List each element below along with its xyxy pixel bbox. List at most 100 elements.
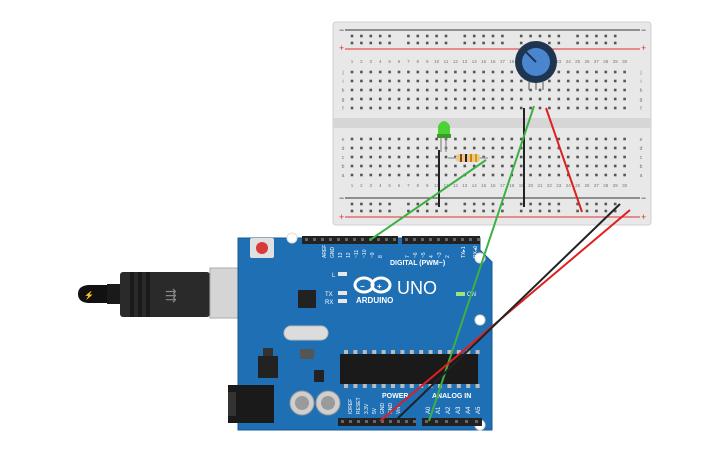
rail-hole[interactable]	[360, 202, 363, 206]
rail-hole[interactable]	[595, 41, 598, 45]
terminal-hole[interactable]	[425, 88, 429, 92]
rail-hole[interactable]	[548, 202, 551, 206]
rail-hole[interactable]	[576, 34, 579, 38]
terminal-hole[interactable]	[566, 70, 570, 74]
rail-hole[interactable]	[557, 209, 561, 213]
terminal-hole[interactable]	[501, 155, 504, 159]
header-pin[interactable]	[475, 420, 478, 423]
terminal-hole[interactable]	[501, 79, 504, 83]
terminal-hole[interactable]	[472, 106, 476, 110]
terminal-hole[interactable]	[360, 97, 363, 101]
terminal-hole[interactable]	[613, 164, 617, 168]
header-pin[interactable]	[429, 238, 432, 241]
terminal-hole[interactable]	[425, 155, 429, 159]
header-pin[interactable]	[305, 238, 308, 241]
terminal-hole[interactable]	[472, 88, 476, 92]
terminal-hole[interactable]	[416, 164, 420, 168]
terminal-hole[interactable]	[416, 79, 420, 83]
rail-hole[interactable]	[501, 209, 504, 213]
rail-hole[interactable]	[463, 34, 467, 38]
terminal-hole[interactable]	[482, 70, 485, 74]
terminal-hole[interactable]	[529, 164, 532, 168]
terminal-hole[interactable]	[576, 106, 579, 110]
terminal-hole[interactable]	[604, 97, 608, 101]
rail-hole[interactable]	[444, 209, 448, 213]
terminal-hole[interactable]	[454, 70, 457, 74]
header-pin[interactable]	[321, 238, 324, 241]
rail-hole[interactable]	[538, 34, 542, 38]
red-jumper-pot[interactable]	[545, 107, 583, 213]
terminal-hole[interactable]	[435, 88, 438, 92]
terminal-hole[interactable]	[454, 79, 457, 83]
rail-hole[interactable]	[425, 41, 429, 45]
header-pin[interactable]	[365, 420, 368, 423]
terminal-hole[interactable]	[397, 70, 401, 74]
terminal-hole[interactable]	[510, 146, 514, 150]
terminal-hole[interactable]	[491, 97, 495, 101]
terminal-hole[interactable]	[566, 88, 570, 92]
terminal-hole[interactable]	[557, 137, 561, 141]
rail-hole[interactable]	[519, 41, 523, 45]
terminal-hole[interactable]	[510, 79, 514, 83]
terminal-hole[interactable]	[604, 137, 608, 141]
usb-cable[interactable]: ⚡ ⇶	[78, 267, 241, 319]
terminal-hole[interactable]	[623, 137, 626, 141]
header-pin[interactable]	[455, 420, 458, 423]
terminal-hole[interactable]	[378, 88, 382, 92]
terminal-hole[interactable]	[416, 146, 420, 150]
terminal-hole[interactable]	[407, 79, 410, 83]
terminal-hole[interactable]	[388, 79, 391, 83]
terminal-hole[interactable]	[585, 173, 589, 177]
terminal-hole[interactable]	[613, 70, 617, 74]
rail-hole[interactable]	[557, 202, 561, 206]
terminal-hole[interactable]	[397, 146, 401, 150]
rail-hole[interactable]	[369, 202, 373, 206]
terminal-hole[interactable]	[613, 97, 617, 101]
terminal-hole[interactable]	[604, 88, 608, 92]
terminal-hole[interactable]	[501, 137, 504, 141]
rail-hole[interactable]	[604, 209, 608, 213]
terminal-hole[interactable]	[595, 137, 598, 141]
terminal-hole[interactable]	[595, 97, 598, 101]
header-pin[interactable]	[445, 238, 448, 241]
terminal-hole[interactable]	[444, 155, 448, 159]
rail-hole[interactable]	[350, 209, 354, 213]
rail-hole[interactable]	[491, 209, 495, 213]
terminal-hole[interactable]	[557, 173, 561, 177]
terminal-hole[interactable]	[604, 164, 608, 168]
rail-hole[interactable]	[369, 41, 373, 45]
terminal-hole[interactable]	[519, 155, 523, 159]
header-pin[interactable]	[461, 238, 464, 241]
terminal-hole[interactable]	[369, 173, 373, 177]
reset-button[interactable]	[256, 242, 268, 254]
digital-header-right[interactable]	[402, 236, 480, 244]
terminal-hole[interactable]	[388, 173, 391, 177]
terminal-hole[interactable]	[388, 70, 391, 74]
terminal-hole[interactable]	[397, 97, 401, 101]
terminal-hole[interactable]	[482, 88, 485, 92]
terminal-hole[interactable]	[360, 79, 363, 83]
header-pin[interactable]	[437, 238, 440, 241]
terminal-hole[interactable]	[360, 88, 363, 92]
rail-hole[interactable]	[557, 34, 561, 38]
terminal-hole[interactable]	[444, 164, 448, 168]
rail-hole[interactable]	[416, 41, 420, 45]
terminal-hole[interactable]	[613, 173, 617, 177]
rail-hole[interactable]	[519, 34, 523, 38]
header-pin[interactable]	[413, 238, 416, 241]
terminal-hole[interactable]	[435, 146, 438, 150]
terminal-hole[interactable]	[482, 173, 485, 177]
rail-hole[interactable]	[388, 209, 391, 213]
terminal-hole[interactable]	[416, 97, 420, 101]
terminal-hole[interactable]	[425, 70, 429, 74]
terminal-hole[interactable]	[407, 137, 410, 141]
terminal-hole[interactable]	[360, 70, 363, 74]
terminal-hole[interactable]	[463, 137, 467, 141]
terminal-hole[interactable]	[585, 97, 589, 101]
terminal-hole[interactable]	[566, 146, 570, 150]
terminal-hole[interactable]	[416, 106, 420, 110]
terminal-hole[interactable]	[595, 173, 598, 177]
terminal-hole[interactable]	[576, 146, 579, 150]
rail-hole[interactable]	[444, 34, 448, 38]
